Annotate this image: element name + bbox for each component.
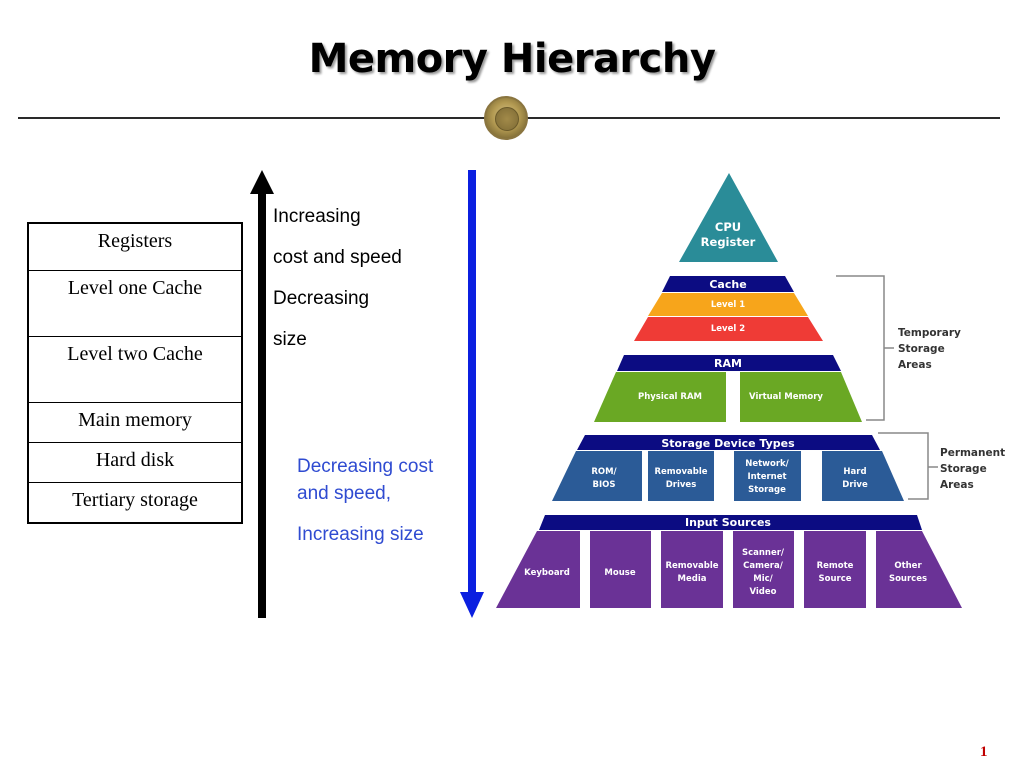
memory-levels-table: Registers Level one Cache Level two Cach…	[27, 222, 243, 524]
seal-emblem	[495, 107, 519, 131]
permanent-bracket	[878, 432, 929, 500]
down-label-and-speed: and speed,	[297, 483, 392, 504]
table-row-tertiary-storage: Tertiary storage	[27, 481, 243, 524]
up-label-decreasing: Decreasing	[273, 288, 370, 309]
level-2-label: Level 2	[711, 324, 745, 334]
removable-label: Removable	[654, 467, 707, 477]
camera-label: Camera/	[743, 561, 784, 571]
other-sources-box	[876, 531, 962, 608]
down-arrow-shaft	[468, 170, 476, 594]
keyboard-box	[496, 531, 580, 608]
cpu-label: CPU	[715, 220, 741, 234]
physical-ram-box	[594, 372, 726, 422]
temporary-label-1: Temporary	[898, 327, 961, 339]
storage-header-band	[577, 435, 880, 450]
mic-label: Mic/	[753, 574, 773, 584]
ram-header-label: RAM	[714, 357, 742, 370]
table-row-registers: Registers	[27, 222, 243, 271]
table-row-level-one-cache: Level one Cache	[27, 269, 243, 337]
virtual-memory-label: Virtual Memory	[749, 392, 823, 402]
removable-media-box	[661, 531, 723, 608]
permanent-label-3: Areas	[940, 479, 974, 491]
rom-bios-box	[552, 451, 642, 501]
input-header-label: Input Sources	[685, 516, 771, 529]
removable-drives-box	[648, 451, 714, 501]
level-1-label: Level 1	[711, 300, 745, 310]
hard-label: Hard	[843, 467, 866, 477]
virtual-memory-box	[740, 372, 862, 422]
temporary-label-2: Storage	[898, 343, 945, 355]
network-label: Network/	[745, 459, 789, 469]
mouse-label: Mouse	[604, 568, 635, 578]
up-arrow	[250, 170, 274, 618]
up-arrow-shaft	[258, 192, 266, 618]
register-label: Register	[701, 235, 756, 249]
remote-label: Remote	[817, 561, 854, 571]
physical-ram-label: Physical RAM	[638, 392, 702, 402]
input-header-band	[539, 515, 922, 530]
drive-label: Drive	[842, 480, 868, 490]
temporary-label-3: Areas	[898, 359, 932, 371]
ram-header-band	[617, 355, 841, 371]
scanner-camera-box	[733, 531, 794, 608]
up-label-increasing: Increasing	[273, 206, 361, 227]
removable-media-label-1: Removable	[665, 561, 718, 571]
slide-title: Memory Hierarchy	[308, 36, 716, 82]
network-storage-box	[734, 451, 801, 501]
video-label: Video	[749, 587, 776, 597]
storage-header-label: Storage Device Types	[661, 437, 795, 450]
cache-header-band	[662, 276, 794, 292]
level-1-cache-band	[648, 293, 808, 316]
table-row-level-two-cache: Level two Cache	[27, 335, 243, 403]
scanner-label: Scanner/	[742, 548, 785, 558]
storage-label: Storage	[748, 485, 786, 495]
removable-media-label-2: Media	[678, 574, 707, 584]
down-arrow	[460, 170, 484, 618]
bios-label: BIOS	[593, 480, 616, 490]
up-arrow-head	[250, 170, 274, 194]
table-row-hard-disk: Hard disk	[27, 441, 243, 483]
table-row-main-memory: Main memory	[27, 401, 243, 443]
memory-pyramid: CPU Register Cache Level 1 Level 2 RAM P…	[496, 173, 1005, 608]
rom-label: ROM/	[591, 467, 617, 477]
down-arrow-head	[460, 592, 484, 618]
remote-source-box	[804, 531, 866, 608]
internet-label: Internet	[747, 472, 786, 482]
up-label-size: size	[273, 329, 307, 350]
cpu-register-tier	[679, 173, 778, 262]
drives-label: Drives	[666, 480, 697, 490]
hard-drive-box	[822, 451, 904, 501]
sources-label: Sources	[889, 574, 927, 584]
university-seal-logo	[484, 96, 528, 140]
page-number: 1	[980, 744, 988, 760]
up-label-cost-speed: cost and speed	[273, 247, 402, 268]
other-label: Other	[894, 561, 922, 571]
mouse-box	[590, 531, 651, 608]
down-label-increasing-size: Increasing size	[297, 524, 424, 545]
source-label: Source	[818, 574, 851, 584]
down-label-decreasing-cost: Decreasing cost	[297, 456, 434, 477]
permanent-label-1: Permanent	[940, 447, 1005, 459]
keyboard-label: Keyboard	[524, 568, 570, 578]
cache-header-label: Cache	[709, 278, 746, 291]
permanent-label-2: Storage	[940, 463, 987, 475]
level-2-cache-band	[634, 317, 823, 341]
